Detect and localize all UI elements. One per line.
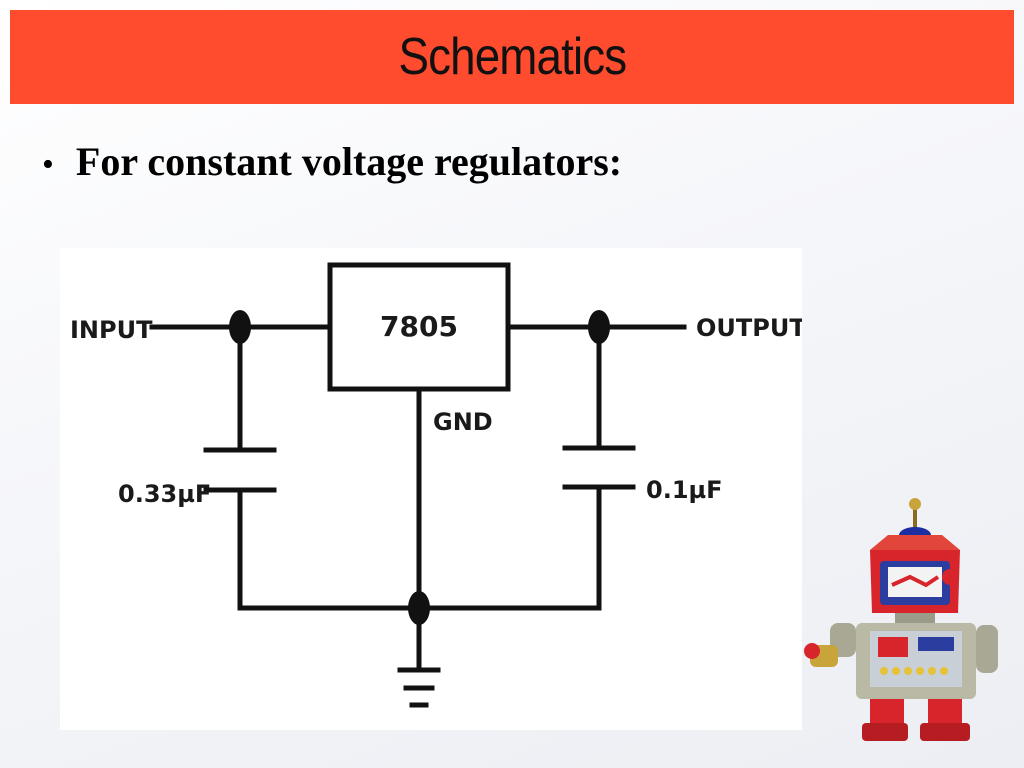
slide-title: Schematics xyxy=(398,28,627,86)
input-label: INPUT xyxy=(70,316,153,344)
title-bar: Schematics xyxy=(10,10,1014,104)
schematic-svg: 7805 INPUT OUTPUT GND 0.33µF 0.1µF xyxy=(70,262,802,708)
output-label: OUTPUT xyxy=(696,314,802,342)
bullet-text: For constant voltage regulators: xyxy=(75,139,623,184)
bullet-marker: • xyxy=(42,146,54,183)
regulator-label: 7805 xyxy=(380,310,458,343)
bullet-item: • For constant voltage regulators: xyxy=(42,138,622,185)
regulator-schematic: 7805 INPUT OUTPUT GND 0.33µF 0.1µF xyxy=(60,248,802,730)
output-junction-dot xyxy=(588,310,610,344)
gnd-label: GND xyxy=(433,408,493,436)
robot-illustration xyxy=(804,498,998,741)
ground-junction-dot xyxy=(408,591,430,625)
input-junction-dot xyxy=(229,310,251,344)
input-capacitor-label: 0.33µF xyxy=(118,480,211,508)
output-capacitor-label: 0.1µF xyxy=(646,476,723,504)
